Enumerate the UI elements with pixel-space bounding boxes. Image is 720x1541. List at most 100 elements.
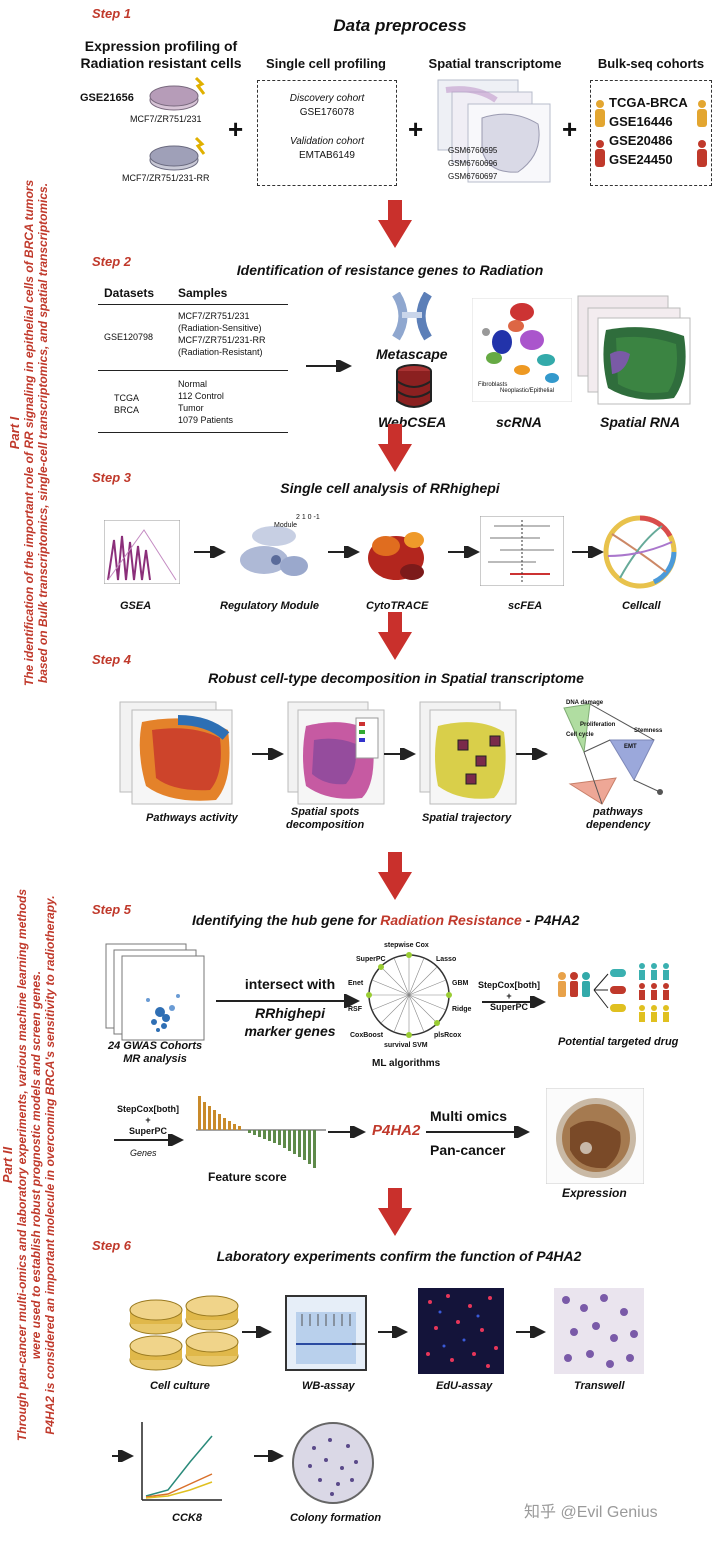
net-label-3: Cell cycle <box>566 732 594 738</box>
arrow-gwas-ml <box>216 994 360 1008</box>
algo-8: RSF <box>348 1006 362 1013</box>
spatial-slide-stack <box>437 79 551 183</box>
pathways-network <box>563 703 663 805</box>
bulk-cohort-3: GSE20486 <box>609 133 673 148</box>
arrow-decomp-trajectory <box>384 748 416 760</box>
arrow-genes <box>114 1134 184 1146</box>
arrow-gsea-module <box>194 546 226 558</box>
plus-sign-1: + <box>228 114 244 144</box>
bulk-cohort-box: TCGA-BRCA GSE16446 GSE20486 GSE24450 <box>590 80 712 186</box>
dataset-tcga-line2: BRCA <box>114 405 140 415</box>
bulk-header: Bulk-seq cohorts <box>597 56 705 71</box>
part2-side-label: Part II Through pan-cancer multi-omics a… <box>0 815 80 1515</box>
module-key: Module <box>274 522 297 529</box>
spatial-trajectory-label: Spatial trajectory <box>422 812 512 824</box>
cell-culture-label: Cell culture <box>150 1380 210 1392</box>
umap-label-1: Fibroblasts <box>478 382 508 388</box>
part1-line1: The identification of the important role… <box>22 179 36 687</box>
step5-title: Identifying the hub gene for Radiation R… <box>192 912 579 928</box>
algo-6: survival SVM <box>384 1042 428 1049</box>
sample-2c: Tumor <box>178 403 204 413</box>
step5-title-part-a: Identifying the hub gene for <box>192 912 381 928</box>
colony-formation-plate <box>292 1422 374 1504</box>
spatial-rna-slides <box>577 295 691 405</box>
cell-line-label-1: MCF7/ZR751/231 <box>130 114 202 124</box>
decomp-line1: Spatial spots <box>290 806 360 818</box>
sample-1b: (Radiation-Sensitive) <box>178 323 262 333</box>
net-label-4: Stemness <box>634 728 663 734</box>
arrow-p4ha2-expression <box>426 1126 530 1138</box>
gsm-2: GSM6760696 <box>448 159 498 168</box>
step3-label: Step 3 <box>92 470 132 485</box>
intersect-label: intersect with <box>244 976 336 992</box>
plus-line-2: + <box>145 1115 151 1125</box>
step6-label: Step 6 <box>92 1238 132 1253</box>
step2-label: Step 2 <box>92 254 132 269</box>
webcsea-database-icon <box>396 364 432 408</box>
table-rule-top <box>98 304 288 305</box>
pathways-dependency-label: pathways dependency <box>586 806 650 832</box>
cell-culture-dishes <box>129 1295 239 1371</box>
genes-label: Genes <box>130 1148 157 1158</box>
expression-profiling-header: Expression profiling of Radiation resist… <box>76 38 246 72</box>
datasets-col-header: Datasets <box>104 286 155 300</box>
arrow-culture-wb <box>242 1326 272 1338</box>
discovery-cohort-label: Discovery cohort <box>289 93 365 104</box>
cytotrace-plot <box>368 532 424 580</box>
step3-title: Single cell analysis of RRhighepi <box>280 480 500 496</box>
pathways-activity-slides <box>119 701 233 805</box>
cck8-label: CCK8 <box>172 1512 202 1524</box>
step2-title: Identification of resistance genes to Ra… <box>236 262 544 278</box>
step4-title: Robust cell-type decomposition in Spatia… <box>208 670 584 686</box>
module-legend: 2 1 0 -1 <box>296 514 320 521</box>
p4ha2-gene-label: P4HA2 <box>372 1122 421 1139</box>
down-arrow-3 <box>378 612 412 660</box>
part2-line2: were used to establish robust prognostic… <box>29 970 43 1360</box>
algo-1: stepwise Cox <box>384 942 429 949</box>
dataset-tcga: TCGA BRCA <box>114 392 139 416</box>
spatial-decomposition-slides <box>287 701 385 805</box>
net-label-1: DNA damage <box>566 700 604 706</box>
part2-line1: Through pan-cancer multi-omics and labor… <box>15 888 29 1442</box>
bulk-cohort-list: TCGA-BRCA GSE16446 GSE20486 GSE24450 <box>609 93 688 169</box>
metascape-icon <box>392 292 432 341</box>
part1-line2: based on Bulk transcriptomics, single-ce… <box>36 182 50 684</box>
sample-2b: 112 Control <box>178 391 224 401</box>
validation-cohort-id: EMTAB6149 <box>299 150 355 161</box>
gwas-label: 24 GWAS Cohorts MR analysis <box>108 1040 202 1066</box>
arrow-module-cytotrace <box>328 546 360 558</box>
superpc-line-2: SuperPC <box>128 1126 167 1136</box>
samples-col-header: Samples <box>178 286 228 300</box>
potential-drug-label: Potential targeted drug <box>558 1036 679 1048</box>
sample-1a: MCF7/ZR751/231 <box>178 311 250 321</box>
samples-tcga: Normal 112 Control Tumor 1079 Patients <box>178 378 233 426</box>
plus-sign-2: + <box>408 114 424 144</box>
person-icons-left <box>595 100 605 167</box>
stepcox-superpc-label-1: StepCox[both] + SuperPC <box>470 980 548 1013</box>
spatial-trajectory-slides <box>419 701 517 805</box>
ml-algorithms-label: ML algorithms <box>372 1058 441 1069</box>
dep-line1: pathways <box>593 806 644 818</box>
arrow-into-cck8 <box>112 1450 134 1462</box>
superpc-line: SuperPC <box>489 1002 528 1012</box>
edu-assay-label: EdU-assay <box>436 1380 493 1392</box>
gwas-mr-plots <box>105 943 205 1041</box>
marker-genes-line2: marker genes <box>244 1023 336 1039</box>
single-cell-cohort-box: Discovery cohort GSE176078 Validation co… <box>257 80 397 186</box>
sample-1c: MCF7/ZR751/231-RR <box>178 335 266 345</box>
sample-2a: Normal <box>178 379 208 389</box>
step6-title: Laboratory experiments confirm the funct… <box>216 1248 582 1264</box>
gwas-line1: 24 GWAS Cohorts <box>108 1040 203 1052</box>
down-arrow-5 <box>378 1188 412 1236</box>
feature-score-barplot <box>196 1096 326 1168</box>
discovery-cohort-id: GSE176078 <box>299 107 355 118</box>
edu-assay-image <box>418 1288 504 1374</box>
gsea-plot <box>104 520 180 584</box>
bulk-cohort-1: TCGA-BRCA <box>609 95 688 110</box>
step4-label: Step 4 <box>92 652 132 667</box>
decomp-line2: decomposition <box>286 819 365 831</box>
dataset-tcga-line1: TCGA <box>114 393 140 403</box>
algo-4: Ridge <box>452 1006 472 1013</box>
arrow-cck8-colony <box>254 1450 284 1462</box>
gsm-list: GSM6760695 GSM6760696 GSM6760697 <box>448 144 497 183</box>
